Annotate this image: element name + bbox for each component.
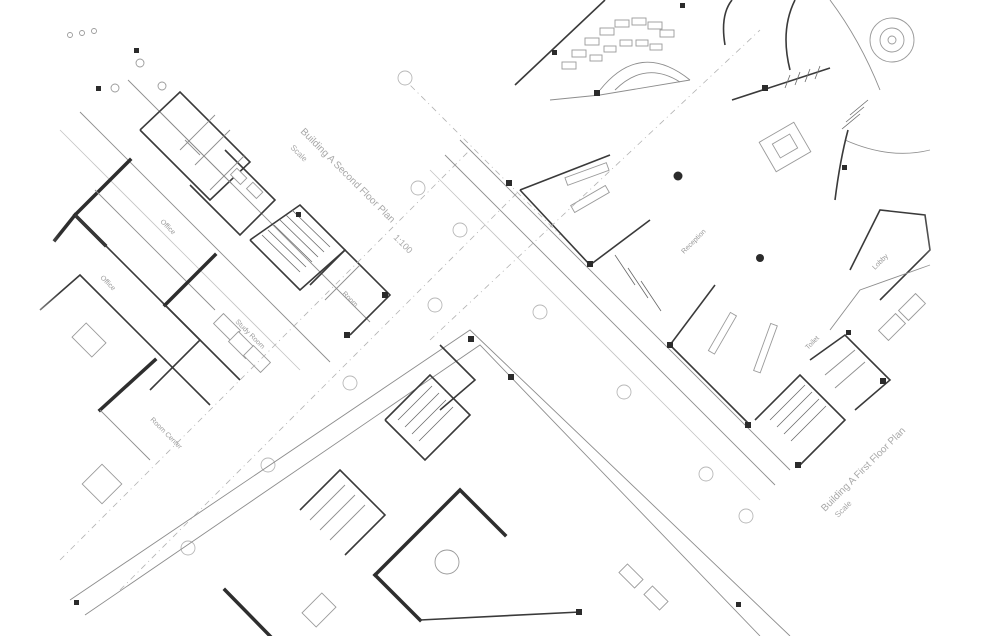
end-room-second-floor [96,48,392,338]
grid-axes-second-floor [59,149,521,591]
auditorium-first-floor [514,0,691,101]
second-floor-title: Building A Second Floor Plan [298,126,397,225]
second-floor-scale-value: 1:100 [392,232,415,255]
room-label-reception: Reception [680,228,707,255]
room-label-room: Room [341,290,359,308]
first-floor-title: Building A First Floor Plan [819,425,908,514]
first-floor-plan [397,0,931,524]
reception-lower-wing [614,254,778,428]
room-label-office-b: Office [99,274,117,292]
second-floor-scale: Scale [289,143,310,164]
curved-walls-first-floor [722,0,931,201]
room-cluster-top-left [139,90,277,237]
room-label-office-a: Office [159,218,177,236]
room-label-toilet: Toilet [804,335,821,352]
corridor-second-floor [59,79,371,371]
stair-second-floor [249,203,347,292]
lower-building-fragment [69,329,791,636]
room-cluster-left [39,28,272,505]
right-edge-fade [921,0,981,636]
second-floor-plan [39,28,521,591]
room-label-lobby: Lobby [871,253,890,272]
left-edge-fade [0,0,60,636]
facade-first-floor [399,74,791,501]
reception-hall [506,121,812,267]
grid-axes-first-floor [397,29,761,524]
room-label-room-center: Room Center [149,416,184,451]
